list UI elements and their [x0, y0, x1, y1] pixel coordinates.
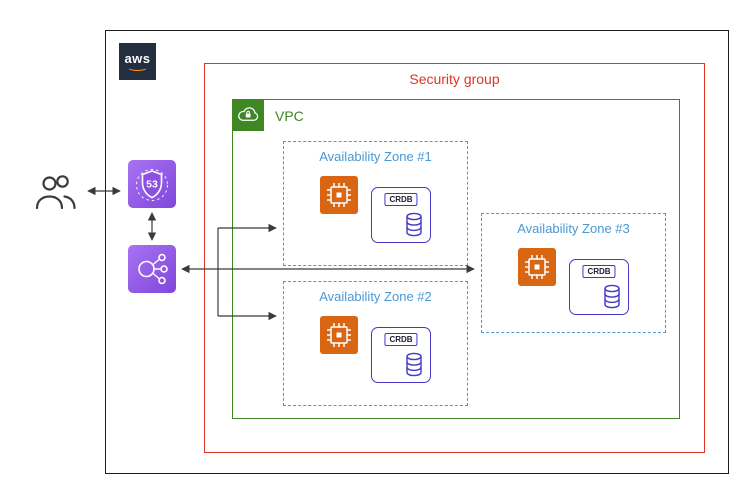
zone-1-content: CRDB [284, 176, 467, 243]
route-53-glyph: 53 [136, 169, 168, 201]
aws-cloud-boundary: aws Security group VPC Availability Zone [105, 30, 729, 474]
crdb-label: CRDB [384, 333, 418, 346]
zone-3-content: CRDB [482, 248, 665, 315]
availability-zone-3-label: Availability Zone #3 [517, 221, 630, 236]
crdb-node: CRDB [371, 187, 431, 243]
aws-smile-icon [127, 63, 148, 71]
ec2-instance-icon [320, 316, 358, 354]
cpu-chip-glyph [525, 255, 549, 279]
vpc-label: VPC [275, 108, 304, 124]
route-53-badge: 53 [146, 179, 158, 191]
cpu-chip-glyph [327, 183, 351, 207]
vpc-boundary: VPC Availability Zone #1 [232, 99, 680, 419]
load-balancer-icon [128, 245, 176, 293]
cpu-chip-glyph [327, 323, 351, 347]
crdb-label: CRDB [384, 193, 418, 206]
security-group-boundary: Security group VPC Availability Zone #1 [204, 63, 705, 453]
database-icon [604, 284, 620, 309]
ec2-instance-icon [320, 176, 358, 214]
crdb-node: CRDB [371, 327, 431, 383]
load-balancer-glyph [138, 253, 168, 285]
users-glyph [35, 175, 76, 210]
availability-zone-2-label: Availability Zone #2 [319, 289, 432, 304]
availability-zone-2: Availability Zone #2 [283, 281, 468, 406]
route-53-icon: 53 [128, 160, 176, 208]
security-group-label: Security group [409, 71, 500, 87]
aws-logo: aws [119, 43, 156, 80]
users-icon [32, 168, 80, 216]
database-icon [406, 352, 422, 377]
availability-zone-3: Availability Zone #3 [481, 213, 666, 333]
vpc-cloud-lock-glyph [238, 107, 259, 121]
zone-2-content: CRDB [284, 316, 467, 383]
crdb-label: CRDB [582, 265, 616, 278]
availability-zone-1-label: Availability Zone #1 [319, 149, 432, 164]
database-icon [406, 212, 422, 237]
availability-zone-1: Availability Zone #1 [283, 141, 468, 266]
ec2-instance-icon [518, 248, 556, 286]
crdb-node: CRDB [569, 259, 629, 315]
aws-logo-text: aws [124, 51, 151, 66]
vpc-icon [232, 99, 264, 131]
